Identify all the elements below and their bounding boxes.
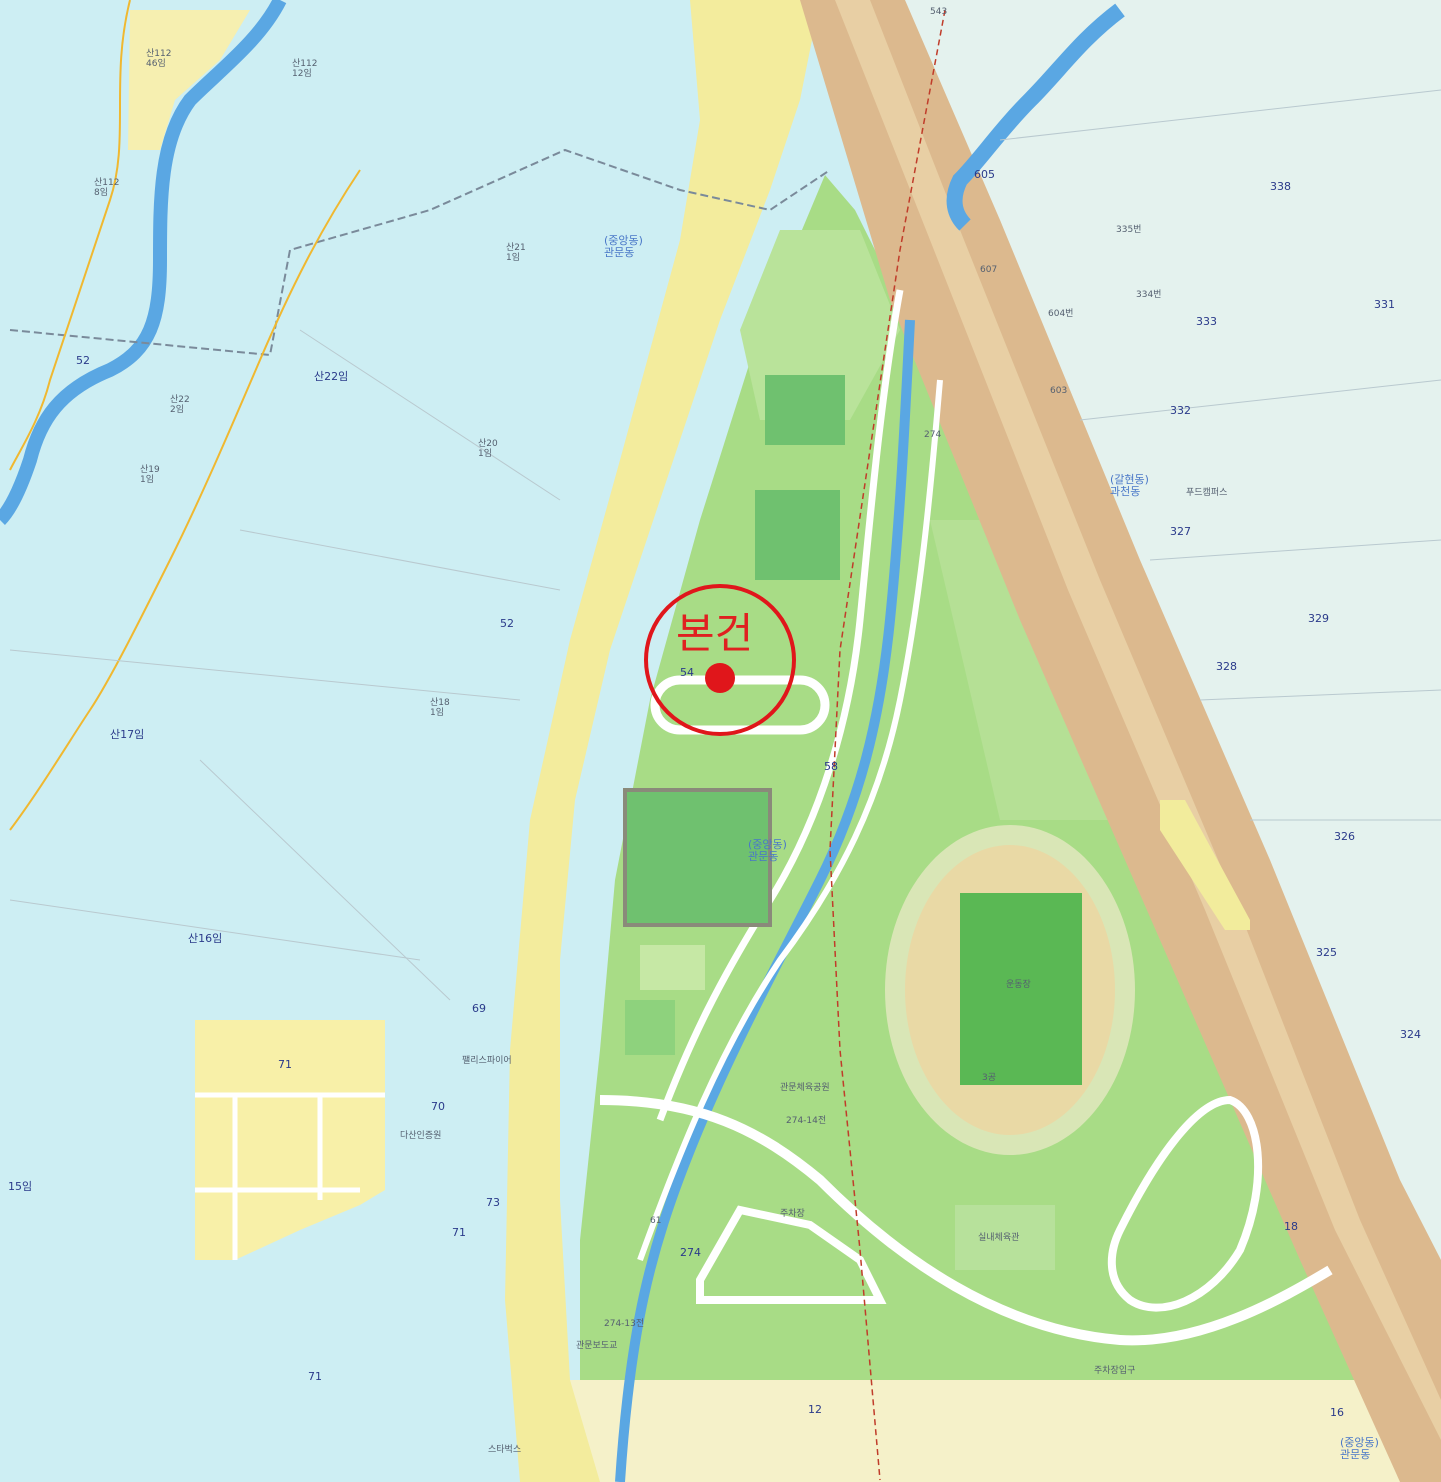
parcel-lines — [9, 89, 1441, 1001]
label-district: (갈현동)과천동 — [1110, 472, 1149, 498]
label-poi: 관문체육공원 — [780, 1082, 830, 1093]
urban-area-south — [560, 1380, 1441, 1482]
label-parcel: 70 — [431, 1100, 445, 1113]
label-poi: 다산인증원 — [400, 1130, 441, 1141]
label-poi: 팰리스파이어 — [462, 1054, 512, 1066]
subject-marker-dot — [705, 663, 735, 693]
label-parcel: 3공 — [982, 1072, 996, 1083]
label-poi: 스타벅스 — [488, 1444, 521, 1455]
label-parcel: 산16임 — [188, 932, 222, 945]
field-middle — [755, 490, 840, 580]
highway-corridor — [505, 0, 820, 1482]
label-parcel: 332 — [1170, 404, 1191, 417]
parking-loop-south — [696, 1205, 887, 1304]
label-parcel: 15임 — [8, 1180, 32, 1193]
label-parcel: 58 — [824, 760, 838, 773]
residential-grid — [195, 1092, 385, 1260]
label-parcel: 52 — [500, 617, 514, 630]
label-parcel: 333 — [1196, 315, 1217, 328]
park-path-2 — [656, 289, 904, 1122]
indoor-gym — [955, 1205, 1055, 1270]
label-parcel: 274 — [924, 430, 941, 440]
label-parcel: 71 — [308, 1370, 322, 1383]
label-parcel: 543 — [930, 7, 947, 17]
label-district: (중앙동)관문동 — [604, 234, 643, 259]
label-parcel: 328 — [1216, 660, 1237, 673]
label-parcel: 54 — [680, 666, 694, 679]
label-parcel: 327 — [1170, 525, 1191, 538]
label-parcel: 18 — [1284, 1220, 1298, 1233]
label-parcel: 274-14전 — [786, 1115, 826, 1126]
label-parcel: 334번 — [1136, 289, 1161, 300]
park-path-1 — [599, 1095, 1333, 1346]
label-parcel: 325 — [1316, 946, 1337, 959]
river-park — [615, 319, 915, 1482]
label-district: (중앙동)관문동 — [748, 838, 787, 863]
label-parcel: 71 — [278, 1058, 292, 1071]
field-north — [765, 375, 845, 445]
subject-marker[interactable]: 본건 — [644, 584, 796, 736]
label-poi: 주차장입구 — [1094, 1364, 1135, 1376]
small-court-2 — [625, 1000, 675, 1055]
park-lawn-north — [740, 230, 900, 420]
label-parcel: 603 — [1050, 386, 1067, 396]
label-poi: 주차장 — [780, 1207, 805, 1219]
label-parcel: 16 — [1330, 1406, 1344, 1419]
label-poi: 관문보도교 — [576, 1340, 617, 1351]
small-court-1 — [640, 945, 705, 990]
park-path-3 — [637, 379, 943, 1262]
railway-side-strip — [1160, 800, 1250, 930]
label-district: (중앙동)관문동 — [1340, 1436, 1379, 1461]
label-parcel: 274-13전 — [604, 1318, 644, 1329]
road-yellow-2 — [9, 169, 361, 831]
label-parcel: 335번 — [1116, 224, 1141, 235]
residential-block-west — [195, 1020, 385, 1260]
label-parcel: 69 — [472, 1002, 486, 1015]
residential-strip-north — [128, 10, 250, 150]
field-grid — [623, 788, 772, 927]
river-north-east — [946, 3, 1125, 231]
label-parcel: 604번 — [1048, 308, 1073, 319]
label-poi: 실내체육관 — [978, 1232, 1019, 1243]
label-parcel: 61 — [650, 1216, 661, 1226]
railway-band-inner — [835, 0, 1441, 1440]
label-parcel: 산22임 — [314, 370, 348, 383]
railway-band — [800, 0, 1441, 1482]
subject-marker-label: 본건 — [676, 609, 753, 658]
label-poi: 푸드캠퍼스 — [1186, 486, 1227, 498]
label-poi: 운동장 — [1006, 979, 1031, 990]
label-parcel: 326 — [1334, 830, 1355, 843]
label-parcel: 산17임 — [110, 728, 144, 741]
label-parcel: 338 — [1270, 180, 1291, 193]
admin-boundary-north — [9, 148, 831, 357]
label-parcel: 324 — [1400, 1028, 1421, 1041]
label-parcel: 12 — [808, 1403, 822, 1416]
road-yellow-west — [9, 0, 131, 471]
label-parcel: 274 — [680, 1246, 701, 1259]
label-parcel: 52 — [76, 354, 90, 367]
river-west — [0, 0, 287, 525]
subject-marker-ring — [644, 584, 796, 736]
label-parcel: 607 — [980, 265, 997, 275]
parking-loop-east — [1107, 1095, 1263, 1312]
label-parcel: 331 — [1374, 298, 1395, 311]
stadium-field — [960, 893, 1082, 1085]
label-parcel: 605 — [974, 168, 995, 181]
label-parcel: 71 — [452, 1226, 466, 1239]
label-parcel: 329 — [1308, 612, 1329, 625]
label-parcel: 73 — [486, 1196, 500, 1209]
